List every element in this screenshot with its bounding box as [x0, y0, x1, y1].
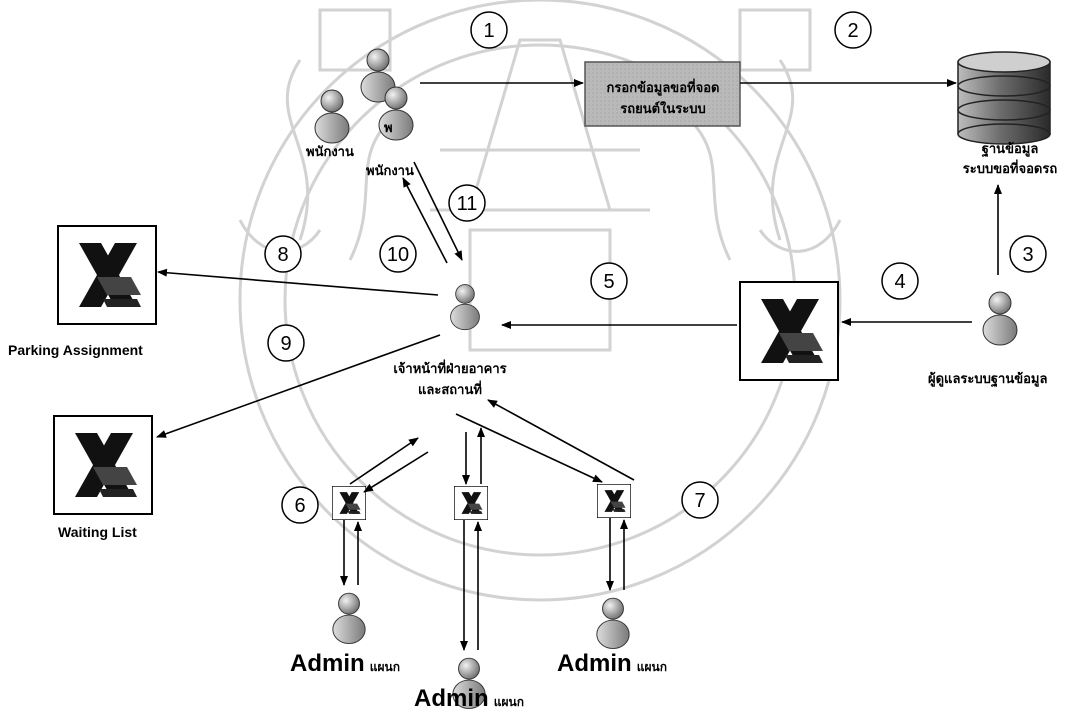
admin-dept: แผนก: [493, 695, 524, 709]
excel-file-icon: [332, 486, 366, 520]
admin-dept: แผนก: [369, 660, 400, 674]
database-icon: [957, 51, 1051, 145]
flow-arrows: [156, 79, 1002, 651]
admin-word: Admin: [290, 650, 365, 677]
excel-file-icon: [597, 484, 631, 518]
db-admin-label: ผู้ดูแลระบบฐานข้อมูล: [928, 372, 1048, 387]
step-number-6: 6: [294, 495, 305, 517]
step-number-8: 8: [277, 244, 288, 266]
admin-word: Admin: [557, 650, 632, 677]
dept-admin-left: Admin แผนก: [290, 650, 400, 678]
person-icon: [596, 597, 630, 650]
excel-file-icon: [454, 486, 488, 520]
form-label-line2: รถยนต์ในระบบ: [620, 101, 706, 117]
excel-file-icon: [53, 415, 153, 515]
database-label-line1: ฐานข้อมูล: [981, 142, 1039, 157]
step-number-9: 9: [280, 333, 291, 355]
officer-label-line1: เจ้าหน้าที่ฝ่ายอาคาร: [393, 362, 507, 377]
employee-group-label: พนักงาน: [306, 145, 354, 160]
step-number-4: 4: [894, 271, 905, 293]
database-label: ฐานข้อมูล ระบบขอที่จอดรถ: [950, 140, 1070, 180]
database-label-line2: ระบบขอที่จอดรถ: [962, 162, 1058, 178]
step-number-7: 7: [694, 490, 705, 512]
employee-label: พนักงาน: [366, 164, 414, 179]
step-number-11: 11: [457, 193, 478, 215]
step-number-2: 2: [847, 20, 858, 42]
parking-assignment-label: Parking Assignment: [8, 342, 143, 358]
dept-admin-right: Admin แผนก: [557, 650, 667, 678]
dept-admin-middle: Admin แผนก: [414, 685, 524, 713]
form-label-line1: กรอกข้อมูลขอที่จอด: [606, 81, 720, 96]
person-icon: [332, 592, 366, 645]
step-number-1: 1: [483, 20, 494, 42]
employee-partial-label: พ: [384, 121, 393, 136]
step-circles: [264, 11, 1047, 524]
step-number-3: 3: [1022, 244, 1033, 266]
step-number-5: 5: [603, 271, 614, 293]
step-number-10: 10: [387, 244, 409, 266]
excel-file-icon: [57, 225, 157, 325]
building-officer-label: เจ้าหน้าที่ฝ่ายอาคาร และสถานที่: [385, 360, 515, 402]
parking-request-form-box: [584, 61, 741, 127]
admin-word: Admin: [414, 685, 489, 712]
person-icon: [450, 284, 480, 331]
excel-file-icon: [739, 280, 839, 382]
parking-request-form-label: กรอกข้อมูลขอที่จอด รถยนต์ในระบบ: [588, 79, 738, 121]
person-icon: [982, 291, 1018, 346]
admin-dept: แผนก: [636, 660, 667, 674]
officer-label-line2: และสถานที่: [418, 382, 482, 398]
waiting-list-label: Waiting List: [58, 524, 137, 540]
